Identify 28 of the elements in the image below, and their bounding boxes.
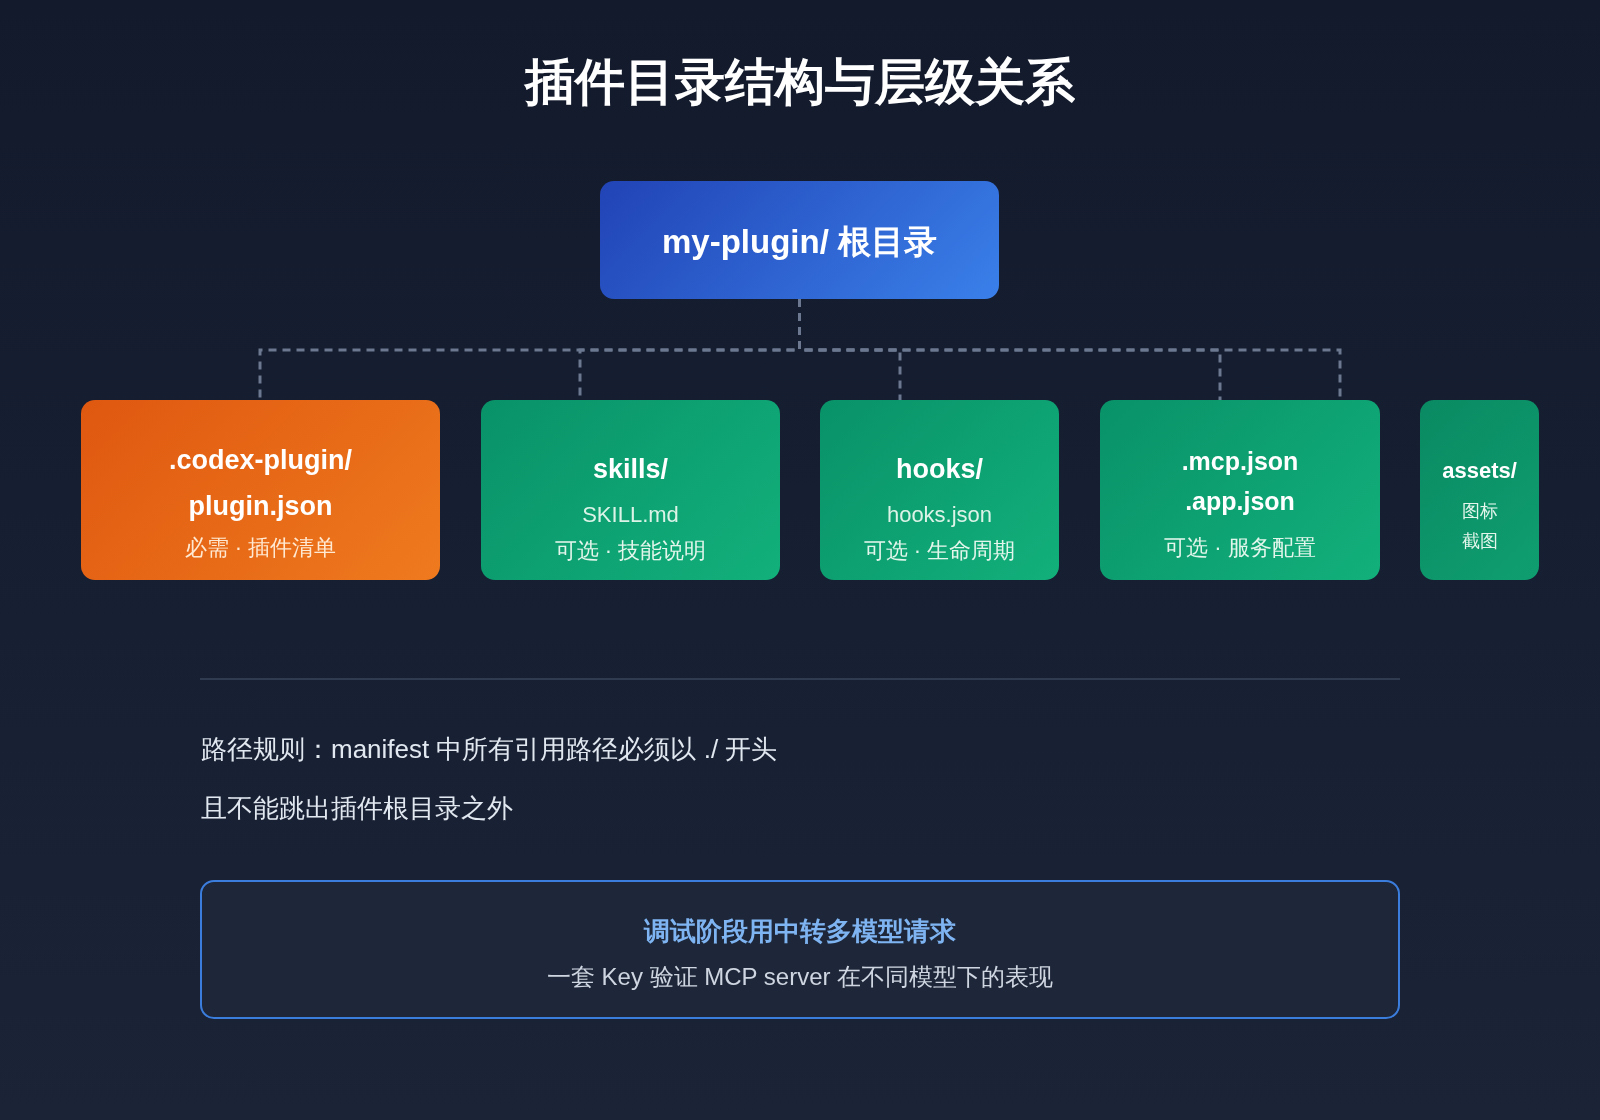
note-text: 一套 Key 验证 MCP server 在不同模型下的表现 (546, 962, 1054, 992)
entry-name: .mcp.json (1181, 446, 1299, 476)
entry-name: hooks/ (896, 452, 983, 486)
entry-caption: 必需 · 插件清单 (184, 534, 337, 562)
entry-caption: 图标 (1461, 501, 1498, 523)
entry-caption: 可选 · 技能说明 (554, 537, 707, 565)
note-box (200, 880, 1400, 1019)
entry-box (481, 400, 780, 580)
entry-box (820, 400, 1059, 580)
diagram-title: 插件目录结构与层级关系 (525, 53, 1075, 112)
file-name: SKILL.md (582, 501, 679, 529)
entry-name: .codex-plugin/ (169, 443, 352, 477)
entry-box (81, 400, 440, 580)
note-heading: 调试阶段用中转多模型请求 (644, 916, 956, 948)
entry-box (1100, 400, 1380, 580)
entry-box (1420, 400, 1539, 580)
rule-text: 路径规则：manifest 中所有引用路径必须以 ./ 开头 (201, 734, 778, 766)
entry-name: .app.json (1185, 486, 1295, 516)
entry-name: skills/ (592, 452, 669, 486)
entry-caption: 截图 (1461, 531, 1498, 553)
entry-name: plugin.json (188, 489, 333, 523)
root-box (600, 181, 999, 299)
entry-name: assets/ (1442, 457, 1517, 485)
entry-caption: 可选 · 服务配置 (1164, 534, 1316, 562)
rule-text: 且不能跳出插件根目录之外 (201, 793, 513, 825)
root-label: my-plugin/ 根目录 (662, 222, 937, 262)
entry-caption: 可选 · 生命周期 (863, 537, 1016, 565)
file-name: hooks.json (886, 501, 993, 529)
